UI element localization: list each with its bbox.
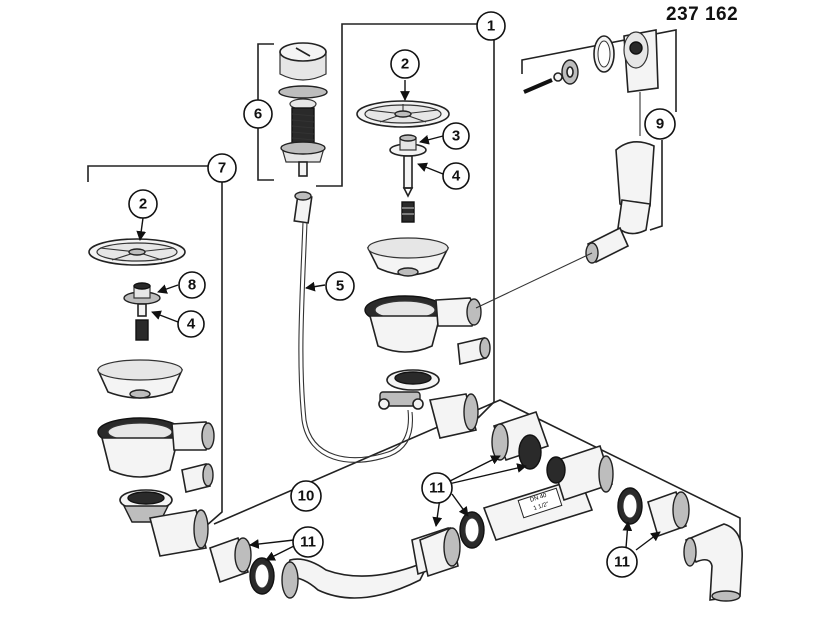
elbow-outlet: [683, 523, 743, 602]
svg-text:2: 2: [139, 196, 147, 213]
callout-4-left: 4: [177, 310, 205, 338]
overflow-connector-right: [457, 337, 491, 365]
bowden-cable: [293, 191, 413, 463]
callout-2-left: 2: [128, 189, 158, 219]
seal-ring-11-left: [249, 557, 275, 595]
pipe-label-top: DN 40: [529, 493, 548, 504]
group-bracket-1: [316, 23, 495, 419]
callout-11-left: 11: [292, 526, 324, 558]
t-connector: [491, 410, 614, 502]
svg-text:6: 6: [254, 106, 262, 123]
svg-text:1: 1: [487, 18, 495, 35]
svg-text:11: 11: [614, 554, 630, 571]
seal-ring-11-middle: [459, 511, 485, 549]
overflow-hose: [475, 141, 655, 309]
overflow-washer: [561, 59, 579, 85]
callout-11-top: 11: [421, 472, 453, 504]
svg-text:3: 3: [452, 128, 460, 145]
svg-text:10: 10: [298, 488, 315, 505]
waste-body-left: [97, 417, 215, 478]
svg-text:7: 7: [218, 160, 226, 177]
spring-right: [401, 201, 415, 223]
callout-11-right: 11: [606, 546, 638, 578]
waste-body-right: [364, 295, 482, 353]
overflow-screw: [523, 72, 563, 94]
basket-left: [96, 359, 184, 399]
seal-ring-11-right: [617, 487, 643, 525]
svg-text:9: 9: [656, 116, 664, 133]
svg-text:8: 8: [188, 277, 196, 294]
pipe-label-bottom: 1 1/2": [533, 502, 550, 512]
callout-6: 6: [243, 99, 273, 129]
strainer-plate-right: [356, 100, 450, 128]
plug-right: [389, 134, 427, 198]
overflow-connector-left: [181, 463, 214, 493]
callout-3: 3: [442, 122, 470, 150]
nut-11-middle: [419, 526, 461, 578]
outlet-pipe-right: [429, 393, 479, 439]
callout-8: 8: [178, 271, 206, 299]
callout-7: 7: [207, 153, 237, 183]
nut-right: [378, 369, 440, 410]
svg-text:11: 11: [429, 480, 445, 497]
outlet-pipe-left: [149, 509, 209, 557]
svg-text:4: 4: [187, 316, 196, 333]
callout-1: 1: [476, 11, 506, 41]
callout-4-right: 4: [442, 162, 470, 190]
waste-button-assembly: [278, 42, 328, 177]
product-code: 237 162: [666, 4, 739, 25]
nut-11-left-a: [209, 536, 252, 584]
svg-text:4: 4: [452, 168, 461, 185]
overflow-head: [623, 29, 659, 136]
overflow-seal: [593, 35, 615, 73]
callout-5: 5: [325, 271, 355, 301]
nut-11-right: [647, 490, 690, 538]
leader-lines: [136, 80, 661, 561]
svg-text:2: 2: [401, 56, 409, 73]
svg-text:11: 11: [300, 534, 316, 551]
basket-right: [366, 237, 450, 277]
strainer-plate-left: [88, 238, 186, 266]
callout-10: 10: [290, 480, 322, 512]
callout-9: 9: [644, 108, 676, 140]
svg-text:5: 5: [336, 278, 344, 295]
callout-2-right: 2: [390, 49, 420, 79]
plug-left: [123, 282, 161, 341]
